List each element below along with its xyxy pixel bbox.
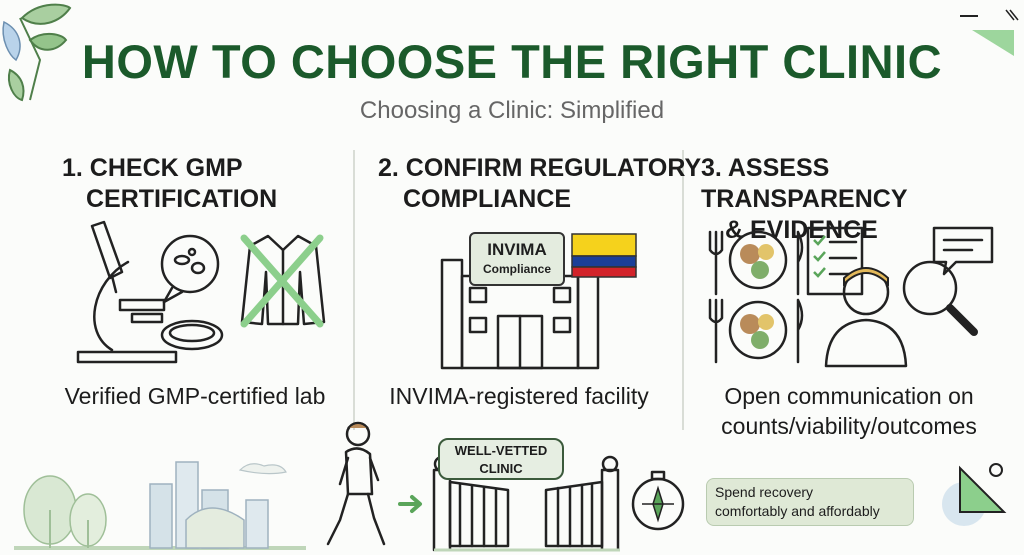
cross-mark-icon — [240, 234, 324, 328]
step-2-caption: INVIMA-registered facility — [389, 383, 649, 409]
leaf-icon — [2, 3, 72, 102]
person-icon — [824, 267, 908, 368]
magnifier-icon — [902, 260, 978, 336]
column-divider — [682, 150, 684, 430]
step-3-caption: Open communication on counts/viability/o… — [721, 383, 977, 439]
page-title: HOW TO CHOOSE THE RIGHT CLINIC — [81, 35, 943, 88]
colombia-flag-icon — [571, 233, 637, 278]
food-plate-icon — [708, 230, 804, 296]
arrow-right-icon — [398, 495, 422, 513]
checklist-icon — [806, 226, 864, 296]
chat-bubble-icon — [932, 226, 994, 276]
walking-person-icon — [326, 421, 386, 546]
step-1-caption: Verified GMP-certified lab — [64, 383, 326, 409]
gate-icon — [432, 455, 620, 552]
column-divider — [353, 150, 355, 430]
compass-icon — [631, 470, 685, 531]
petri-dish-icon — [160, 234, 220, 304]
petri-dish-icon — [160, 319, 224, 351]
gate-sign: WELL-VETTED CLINIC — [438, 438, 564, 480]
corner-triangle-icon — [942, 463, 1007, 526]
microscope-icon — [76, 220, 178, 364]
invima-sign: INVIMA Compliance — [469, 232, 565, 286]
spend-note: Spend recovery comfortably and affordabl… — [706, 478, 914, 526]
page-subtitle: Choosing a Clinic: Simplified — [359, 97, 665, 124]
step-3-heading: 3. ASSESS TRANSPARENCY & EVIDENCE — [701, 154, 908, 244]
step-1-heading: 1. CHECK GMP CERTIFICATION — [62, 154, 278, 213]
step-2-heading: 2. CONFIRM REGULATORY COMPLIANCE — [378, 154, 702, 213]
corner-triangle-icon — [960, 9, 1019, 56]
food-plate-icon — [708, 298, 804, 364]
city-skyline-icon — [14, 461, 306, 550]
